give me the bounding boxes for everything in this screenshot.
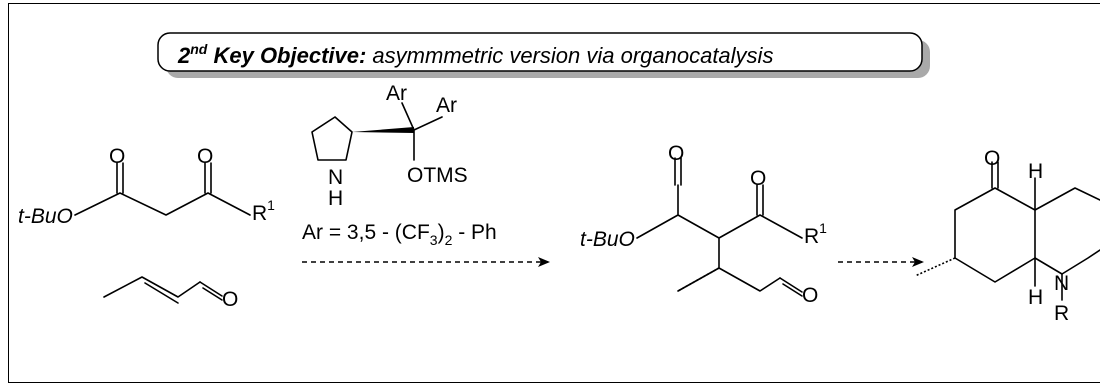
target-r-group: R [1054,302,1069,325]
product-r-text: R [804,225,819,248]
product-tbuo-text: t-BuO [580,228,635,251]
aryl-def-sub: 3 [430,232,438,248]
product-chain [636,184,803,292]
product-aldehyde-carbonyl [779,277,803,297]
otms-label: OTMS [407,164,468,187]
product-ketone-oxygen: O [750,167,766,190]
objective-banner: 2nd Key Objective: asymmmetric version v… [157,32,930,78]
product-tbuo-label: t-BuO [580,228,635,251]
target-carbocycle [954,187,1036,283]
crotonaldehyde-double-bond [144,282,179,304]
r1-label: R1 [252,197,275,225]
banner-ordinal: 2 [177,43,191,68]
aldehyde-carbonyl-bond [199,281,223,301]
aryl-def-prefix: Ar = 3,5 - (CF [302,221,430,244]
pyrrolidine-ring [311,116,353,161]
reactant-ketoester: O O t-BuO R1 [18,145,275,228]
target-bicycle: O H H N R [914,147,1100,325]
target-carbonyl [991,161,999,189]
catalyst-hydrogen: H [328,187,343,210]
product-ester-oxygen: O [668,142,684,165]
aryl-definition: Ar = 3,5 - (CF3)2 - Ph [302,221,497,248]
target-oxygen: O [984,147,1000,170]
ketoester-chain [74,192,251,216]
banner-box [157,32,923,72]
aryl-label-1: Ar [386,82,407,105]
banner-text: 2nd Key Objective: asymmmetric version v… [177,41,773,68]
r-superscript: 1 [267,197,275,213]
ketone-oxygen: O [197,145,213,168]
aryl-label-2: Ar [436,94,457,117]
aldehyde-oxygen: O [222,288,238,311]
tbuo-label: t-BuO [18,205,73,228]
target-hydrogen-bottom: H [1028,286,1043,309]
aryl-def-sub2: 2 [445,232,453,248]
ester-oxygen: O [109,145,125,168]
crotonaldehyde-chain [103,276,201,298]
catalyst-substituent-bonds [401,102,443,161]
banner-bold-label: Key Objective: [207,43,366,68]
product-ketone-carbonyl [756,184,764,216]
banner-ordinal-suffix: nd [190,41,208,57]
catalyst: Ar Ar OTMS N H Ar = 3,5 - (CF3)2 - Ph [302,82,497,248]
target-hydrogen-top: H [1028,160,1043,183]
aryl-def-suffix: - Ph [452,221,496,244]
product-r1-label: R1 [804,220,827,248]
aryl-def-mid: ) [438,221,445,244]
reaction-scheme: 2nd Key Objective: asymmmetric version v… [18,32,1100,325]
reactant-crotonaldehyde: O [103,276,238,311]
tbuo-text: t-BuO [18,205,73,228]
r-text: R [252,202,267,225]
product-ester-carbonyl [674,157,682,186]
target-nitrogen: N [1054,272,1069,295]
banner-italic-label: asymmmetric version via organocatalysis [366,43,773,68]
ketone-carbonyl-bond [204,162,212,194]
product-aldehyde-oxygen: O [802,284,818,307]
catalyst-nitrogen: N [328,166,343,189]
product-adduct: O O O t-BuO R1 [580,142,827,307]
ester-carbonyl-bond [116,162,124,194]
target-piperidine [1034,187,1100,275]
target-hashed-methyl [914,257,956,277]
stereo-wedge-bond [352,127,414,133]
product-r-superscript: 1 [819,220,827,236]
